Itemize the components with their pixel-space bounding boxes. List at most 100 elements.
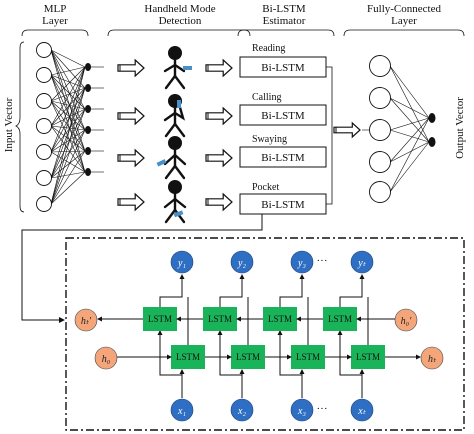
mlp-input-neuron — [36, 42, 52, 58]
fc-hidden-neuron — [369, 151, 391, 173]
mode-label-calling: Calling — [252, 92, 281, 103]
fc-hidden-neuron — [369, 119, 391, 141]
bilstm-box-calling-label: Bi-LSTM — [261, 110, 305, 122]
hidden-final-backward-node — [74, 308, 98, 332]
lstm-forward-cell: LSTM — [231, 345, 265, 369]
fc-hidden-neuron — [369, 87, 391, 109]
output-node: yₜ — [350, 250, 374, 274]
input-node-label: x₃ — [297, 406, 306, 417]
bilstm-detail-frame — [65, 237, 465, 431]
lstm-backward-cell: LSTM — [203, 307, 237, 331]
flow-arrows — [117, 58, 361, 212]
input-node-label: xₜ — [357, 406, 366, 417]
hollow-arrow — [117, 192, 145, 212]
hidden-init-forward-node — [94, 346, 118, 370]
stick-figure-swaying — [156, 136, 187, 180]
input-brace — [15, 41, 25, 213]
mode-label-swaying: Swaying — [252, 134, 287, 145]
mlp-hidden-neuron — [85, 63, 91, 71]
phone-icon — [173, 210, 184, 218]
mlp-header-line2: Layer — [42, 15, 68, 27]
hollow-arrow — [205, 192, 233, 212]
lstm-forward-cell: LSTM — [291, 345, 325, 369]
input-node: xₜ — [350, 398, 374, 422]
mlp-layer — [36, 42, 91, 212]
stick-figure-pocket — [163, 180, 187, 224]
bilstm-estimators: Reading Bi-LSTM Calling Bi-LSTM Swaying … — [239, 43, 327, 215]
ellipsis-bottom: ··· — [317, 403, 328, 415]
hollow-arrow — [205, 58, 233, 78]
lstm-backward-label: LSTM — [268, 314, 292, 324]
phone-icon — [177, 100, 181, 108]
bilstm-header-line2: Estimator — [263, 15, 306, 27]
mlp-input-neuron — [36, 144, 52, 160]
output-node: y₂ — [230, 250, 254, 274]
header-brackets — [21, 29, 465, 37]
output-node-label: y₂ — [237, 258, 246, 269]
lstm-backward-cell: LSTM — [263, 307, 297, 331]
bilstm-header-line1: Bi-LSTM — [262, 3, 306, 15]
input-node: x₃ — [290, 398, 314, 422]
hollow-arrow — [117, 106, 145, 126]
lstm-forward-label: LSTM — [296, 352, 320, 362]
mlp-hidden-neuron — [85, 147, 91, 155]
hidden-final-backward-label: hₜ′ — [81, 316, 92, 327]
mlp-connections — [50, 49, 104, 205]
hidden-init-forward-label: h₀ — [102, 354, 111, 365]
detail-connector — [21, 214, 263, 323]
fc-output-neuron — [428, 113, 436, 123]
handheld-mode-figures — [156, 46, 192, 224]
lstm-backward-label: LSTM — [328, 314, 352, 324]
hollow-arrow — [205, 148, 233, 168]
fc-header-line1: Fully-Connected — [367, 3, 441, 15]
lstm-forward-label: LSTM — [176, 352, 200, 362]
bilstm-box-pocket-label: Bi-LSTM — [261, 199, 305, 211]
lstm-forward-label: LSTM — [356, 352, 380, 362]
mode-label-reading: Reading — [252, 43, 285, 54]
mlp-input-neuron — [36, 118, 52, 134]
hmd-header-line1: Handheld Mode — [144, 3, 215, 15]
lstm-backward-label: LSTM — [208, 314, 232, 324]
bilstm-box-reading-label: Bi-LSTM — [261, 62, 305, 74]
bilstm-box-swaying — [239, 146, 327, 168]
hollow-arrow — [205, 106, 233, 126]
output-node-label: y₁ — [177, 258, 186, 269]
mode-label-pocket: Pocket — [252, 182, 279, 193]
fc-header-line2: Layer — [391, 15, 417, 27]
mlp-hidden-neuron — [85, 84, 91, 92]
hmd-header-line2: Detection — [159, 15, 202, 27]
mlp-hidden-neuron — [85, 105, 91, 113]
stick-figure-calling — [163, 94, 186, 138]
hidden-final-forward-node — [420, 346, 444, 370]
mlp-header-line1: MLP — [44, 3, 67, 15]
lstm-forward-cell: LSTM — [351, 345, 385, 369]
fc-hidden-neuron — [369, 55, 391, 77]
mlp-input-neuron — [36, 170, 52, 186]
input-node-label: x₁ — [177, 406, 186, 417]
stick-figure-reading — [163, 46, 192, 90]
input-node: x₁ — [170, 398, 194, 422]
hidden-final-forward-label: hₜ — [428, 354, 437, 365]
output-node-label: y₃ — [297, 258, 306, 269]
lstm-backward-cell: LSTM — [143, 307, 177, 331]
input-node-label: x₂ — [237, 406, 246, 417]
ellipsis-top: ··· — [317, 255, 328, 267]
lstm-forward-cell: LSTM — [171, 345, 205, 369]
bilstm-unrolled: LSTM LSTM y₁ x₁ LSTM LSTM y₂ x₂ LSTM LSTM y₃ x₃ LSTM… — [97, 250, 421, 422]
hidden-init-backward-node — [394, 308, 418, 332]
fc-layer — [369, 55, 436, 203]
hollow-arrow — [117, 148, 145, 168]
fc-output-neuron — [428, 137, 436, 147]
output-vector-label: Output Vector — [454, 97, 466, 159]
hollow-arrow — [117, 58, 145, 78]
mlp-input-neuron — [36, 93, 52, 109]
mlp-input-neuron — [36, 67, 52, 83]
fc-hidden-neuron — [369, 181, 391, 203]
lstm-backward-label: LSTM — [148, 314, 172, 324]
mlp-hidden-neuron — [85, 168, 91, 176]
output-node: y₁ — [170, 250, 194, 274]
hollow-arrow — [333, 121, 361, 139]
bilstm-merge-bracket — [326, 66, 333, 205]
bilstm-box-calling — [239, 104, 327, 126]
